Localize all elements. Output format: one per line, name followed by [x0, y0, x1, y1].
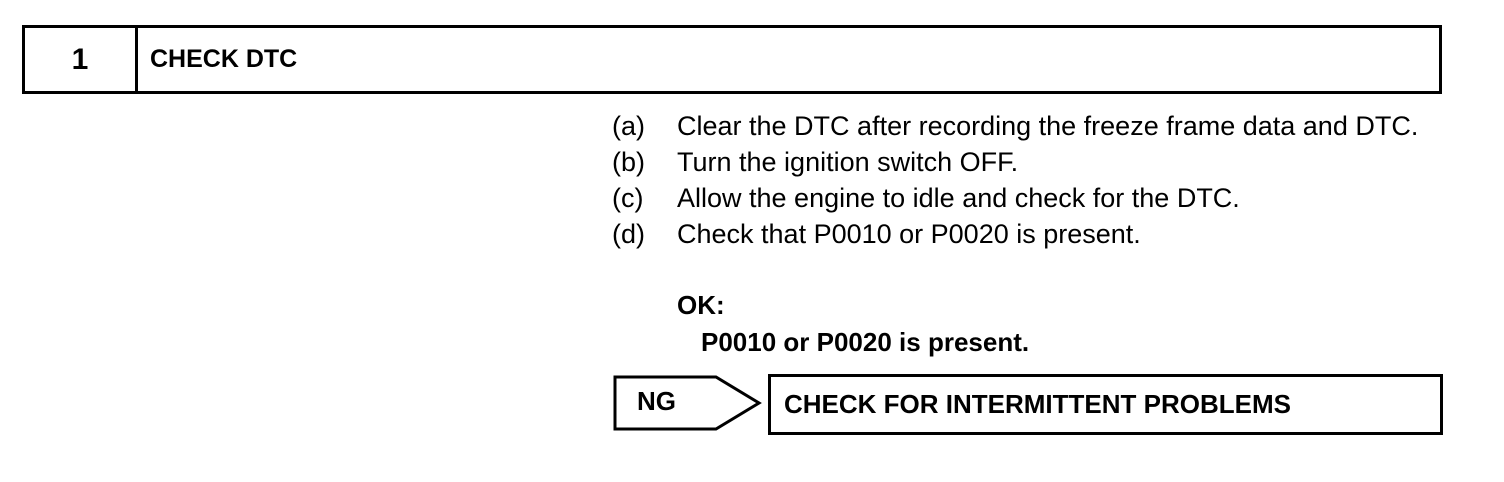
ok-condition: P0010 or P0020 is present. — [701, 327, 1030, 357]
step-item-c: (c) Allow the engine to idle and check f… — [612, 180, 1442, 216]
step-text: Clear the DTC after recording the freeze… — [677, 111, 1419, 141]
ng-action-box: CHECK FOR INTERMITTENT PROBLEMS — [768, 374, 1443, 435]
procedure-steps: (a) Clear the DTC after recording the fr… — [612, 108, 1442, 252]
ng-action-text: CHECK FOR INTERMITTENT PROBLEMS — [784, 389, 1291, 419]
ng-label: NG — [637, 386, 676, 416]
step-text: Check that P0010 or P0020 is present. — [677, 219, 1141, 249]
step-title: CHECK DTC — [150, 45, 298, 73]
step-item-d: (d) Check that P0010 or P0020 is present… — [612, 216, 1442, 252]
step-number: 1 — [25, 28, 138, 91]
step-label: (b) — [612, 147, 645, 177]
step-item-a: (a) Clear the DTC after recording the fr… — [612, 108, 1442, 144]
step-label: (d) — [612, 219, 645, 249]
step-item-b: (b) Turn the ignition switch OFF. — [612, 144, 1442, 180]
step-text: Allow the engine to idle and check for t… — [677, 183, 1240, 213]
ok-label: OK: — [677, 290, 725, 320]
step-header: 1 CHECK DTC — [22, 25, 1442, 94]
ng-arrow-icon — [613, 375, 762, 431]
step-label: (c) — [612, 183, 644, 213]
step-label: (a) — [612, 111, 645, 141]
step-text: Turn the ignition switch OFF. — [677, 147, 1019, 177]
